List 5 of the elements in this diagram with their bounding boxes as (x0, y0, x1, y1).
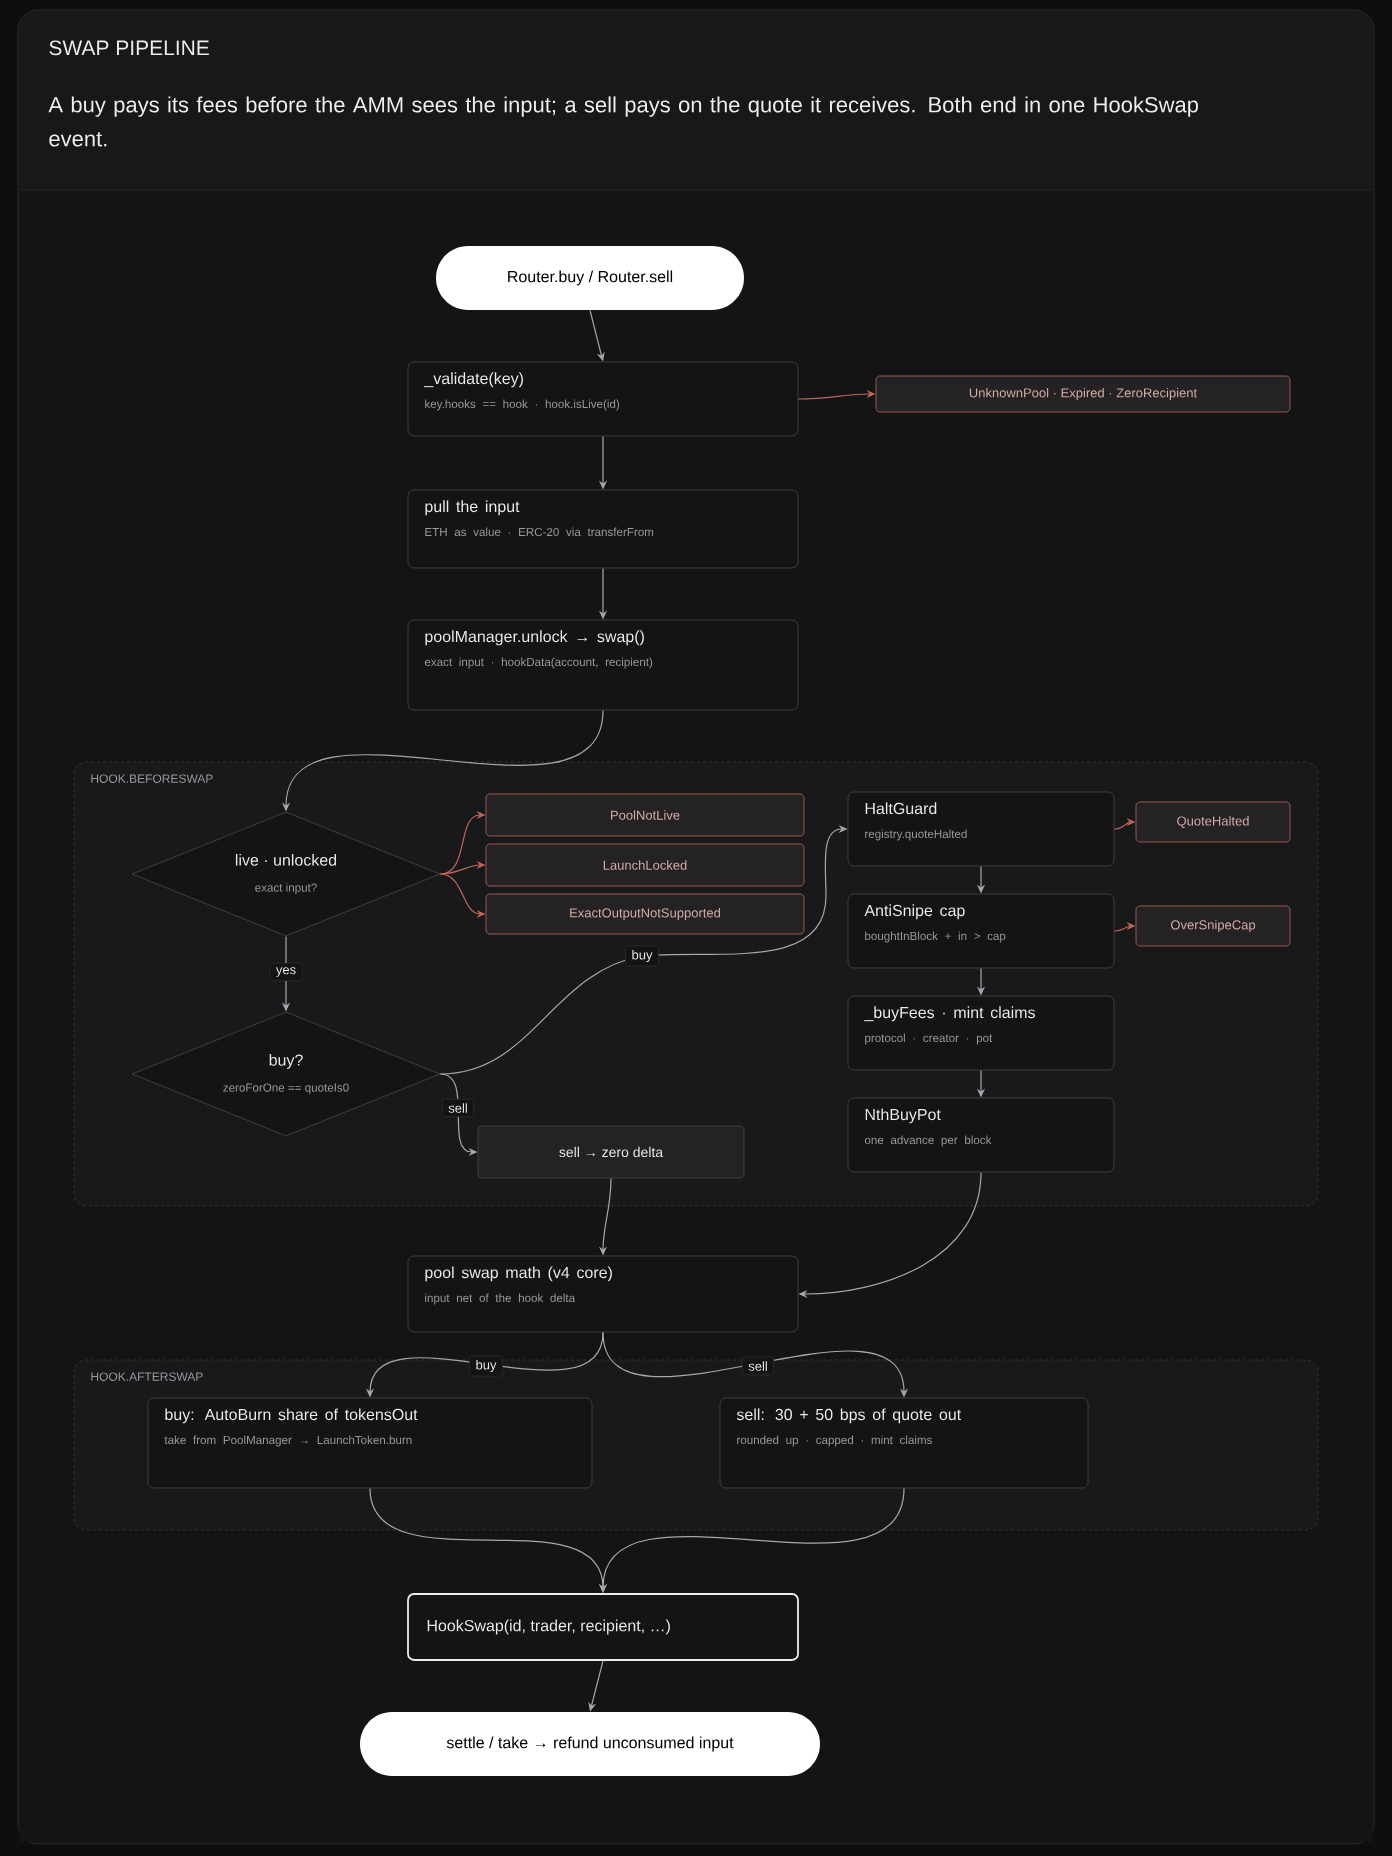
caption: A buy pays its fees before the AMM sees the input; a sell pays on the quote it receives. Both end in one HookSwap event. (48, 96, 1198, 147)
terminal-pill: settle / take → refund unconsumed input (360, 1712, 820, 1776)
event-box: HookSwap(id, trader, recipient, …) (407, 1593, 799, 1661)
terminal-pill: Router.buy / Router.sell (436, 246, 744, 310)
title: SWAP PIPELINE (49, 40, 209, 56)
